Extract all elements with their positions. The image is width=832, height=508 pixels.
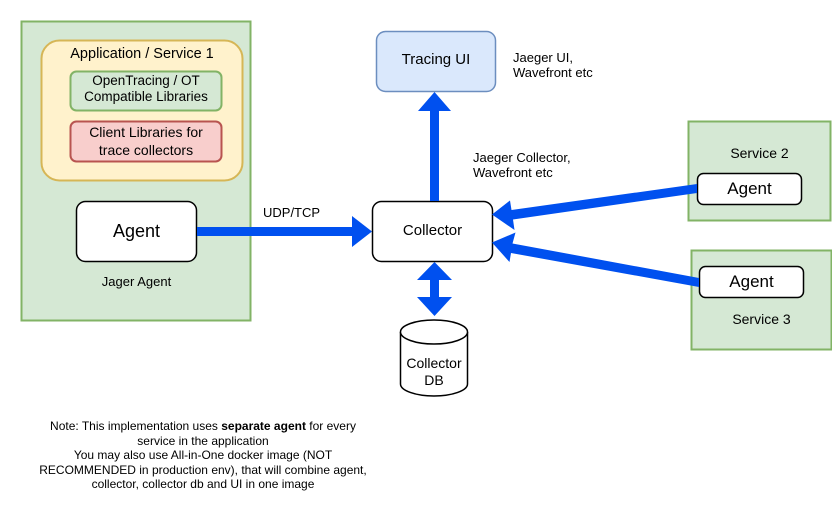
udp-tcp-label: UDP/TCP xyxy=(263,205,321,220)
collector-caption-line-2: Wavefront etc xyxy=(473,165,553,180)
ot-libraries-label: OpenTracing / OT Compatible Libraries xyxy=(70,73,222,105)
service2-title: Service 2 xyxy=(730,145,789,161)
service3-container[interactable] xyxy=(690,249,832,351)
application-title: Application / Service 1 xyxy=(70,46,214,62)
service3-agent-box[interactable] xyxy=(698,265,805,299)
tracing-ui-caption-line-1: Jaeger UI, xyxy=(513,50,573,65)
note-bold: separate agent xyxy=(221,419,306,433)
service2-agent-box[interactable] xyxy=(696,172,803,206)
ot-libraries-line-2: Compatible Libraries xyxy=(84,89,208,104)
arrow-collector-db xyxy=(417,262,452,316)
service1-agent-label: Agent xyxy=(112,221,161,241)
collector-db-cylinder[interactable] xyxy=(399,319,469,397)
arrow-service3-to-collector xyxy=(492,232,699,287)
arrow-agent-to-collector xyxy=(197,216,372,247)
collector-caption-line-1: Jaeger Collector, xyxy=(473,150,571,165)
ot-libraries-box[interactable] xyxy=(69,70,223,112)
collector-db-line-2: DB xyxy=(424,372,444,388)
service2-agent-label: Agent xyxy=(727,179,772,198)
tracing-ui-label: Tracing UI xyxy=(401,51,471,68)
client-libraries-box[interactable] xyxy=(69,120,223,163)
arrow-collector-to-ui xyxy=(418,92,451,201)
arrow-service2-to-collector xyxy=(492,184,697,230)
note-line-1: Note: This implementation uses separate … xyxy=(30,419,376,448)
collector-db-label: Collector DB xyxy=(400,355,468,389)
client-libraries-label: Client Libraries for trace collectors xyxy=(70,123,222,159)
ot-libraries-line-1: OpenTracing / OT xyxy=(92,73,200,88)
tracing-ui-caption: Jaeger UI, Wavefront etc xyxy=(513,50,593,80)
client-libraries-line-2: trace collectors xyxy=(98,142,194,158)
note-suffix: for every service in the application xyxy=(137,419,356,448)
note-prefix: Note: This implementation uses xyxy=(50,419,222,433)
service2-container[interactable] xyxy=(687,120,832,222)
service3-agent-label: Agent xyxy=(729,272,774,291)
service3-title: Service 3 xyxy=(732,311,791,327)
collector-label: Collector xyxy=(402,222,463,239)
service1-agent-caption: Jager Agent xyxy=(101,274,172,289)
implementation-note: Note: This implementation uses separate … xyxy=(30,419,376,492)
collector-box[interactable] xyxy=(371,200,494,263)
note-line-2: You may also use All-in-One docker image… xyxy=(39,448,367,491)
service1-agent-box[interactable] xyxy=(75,200,198,263)
collector-caption: Jaeger Collector, Wavefront etc xyxy=(473,150,571,180)
tracing-ui-caption-line-2: Wavefront etc xyxy=(513,65,593,80)
client-libraries-line-1: Client Libraries for xyxy=(89,124,203,140)
collector-db-line-1: Collector xyxy=(406,355,462,371)
tracing-ui-box[interactable] xyxy=(375,30,497,93)
